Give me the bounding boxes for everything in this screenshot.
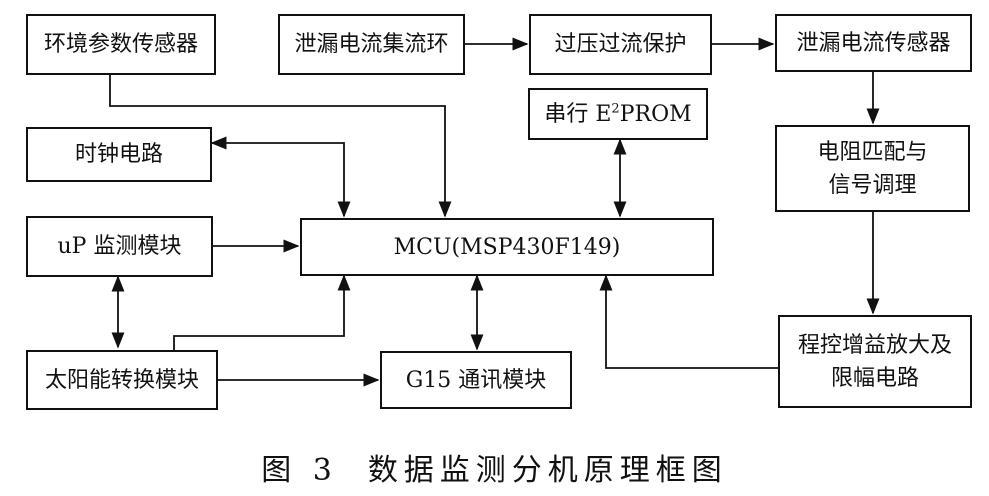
overprotect-block: 过压过流保护 <box>529 14 712 75</box>
figure-caption: 图 3 数据监测分机原理框图 <box>0 445 989 489</box>
eeprom-label-superscript: 2 <box>611 101 620 117</box>
g15-label: G15 通讯模块 <box>405 367 547 393</box>
amp-block: 程控增益放大及 限幅电路 <box>778 315 972 408</box>
clock-block: 时钟电路 <box>26 127 212 182</box>
up-monitor-label: uP 监测模块 <box>57 234 182 259</box>
eeprom-label-suffix: PROM <box>619 101 692 127</box>
overprotect-label: 过压过流保护 <box>554 32 687 57</box>
arrow-env-to-mcu <box>109 75 452 218</box>
arrow-solar-to-mcu <box>173 274 351 350</box>
env-sensor-label: 环境参数传感器 <box>43 32 198 57</box>
g15-block: G15 通讯模块 <box>380 351 572 409</box>
eeprom-label: 串行 E2PROM <box>544 98 691 131</box>
leak-sensor-block: 泄漏电流传感器 <box>775 14 972 72</box>
solar-block: 太阳能转换模块 <box>26 350 218 410</box>
figure-number: 图 3 <box>261 453 338 488</box>
leak-sensor-label: 泄漏电流传感器 <box>796 30 951 56</box>
mcu-block: MCU(MSP430F149) <box>300 218 714 276</box>
match-label-line1: 电阻匹配与 <box>817 139 928 165</box>
arrow-amp-to-mcu <box>599 274 778 369</box>
eeprom-block: 串行 E2PROM <box>528 88 708 140</box>
eeprom-label-prefix: 串行 E <box>544 101 612 127</box>
mcu-label: MCU(MSP430F149) <box>393 234 621 260</box>
solar-label: 太阳能转换模块 <box>44 367 199 393</box>
slip-ring-block: 泄漏电流集流环 <box>278 14 465 75</box>
amp-label-line2: 限幅电路 <box>830 365 919 391</box>
clock-label: 时钟电路 <box>74 142 163 167</box>
match-block: 电阻匹配与 信号调理 <box>775 125 970 212</box>
match-label-line2: 信号调理 <box>828 172 917 198</box>
env-sensor-block: 环境参数传感器 <box>26 14 216 75</box>
arrow-clock-mcu <box>210 136 351 218</box>
amp-label-line1: 程控增益放大及 <box>797 332 952 358</box>
up-monitor-block: uP 监测模块 <box>26 216 213 277</box>
slip-ring-label: 泄漏电流集流环 <box>294 32 449 57</box>
figure-title: 数据监测分机原理框图 <box>367 453 728 488</box>
